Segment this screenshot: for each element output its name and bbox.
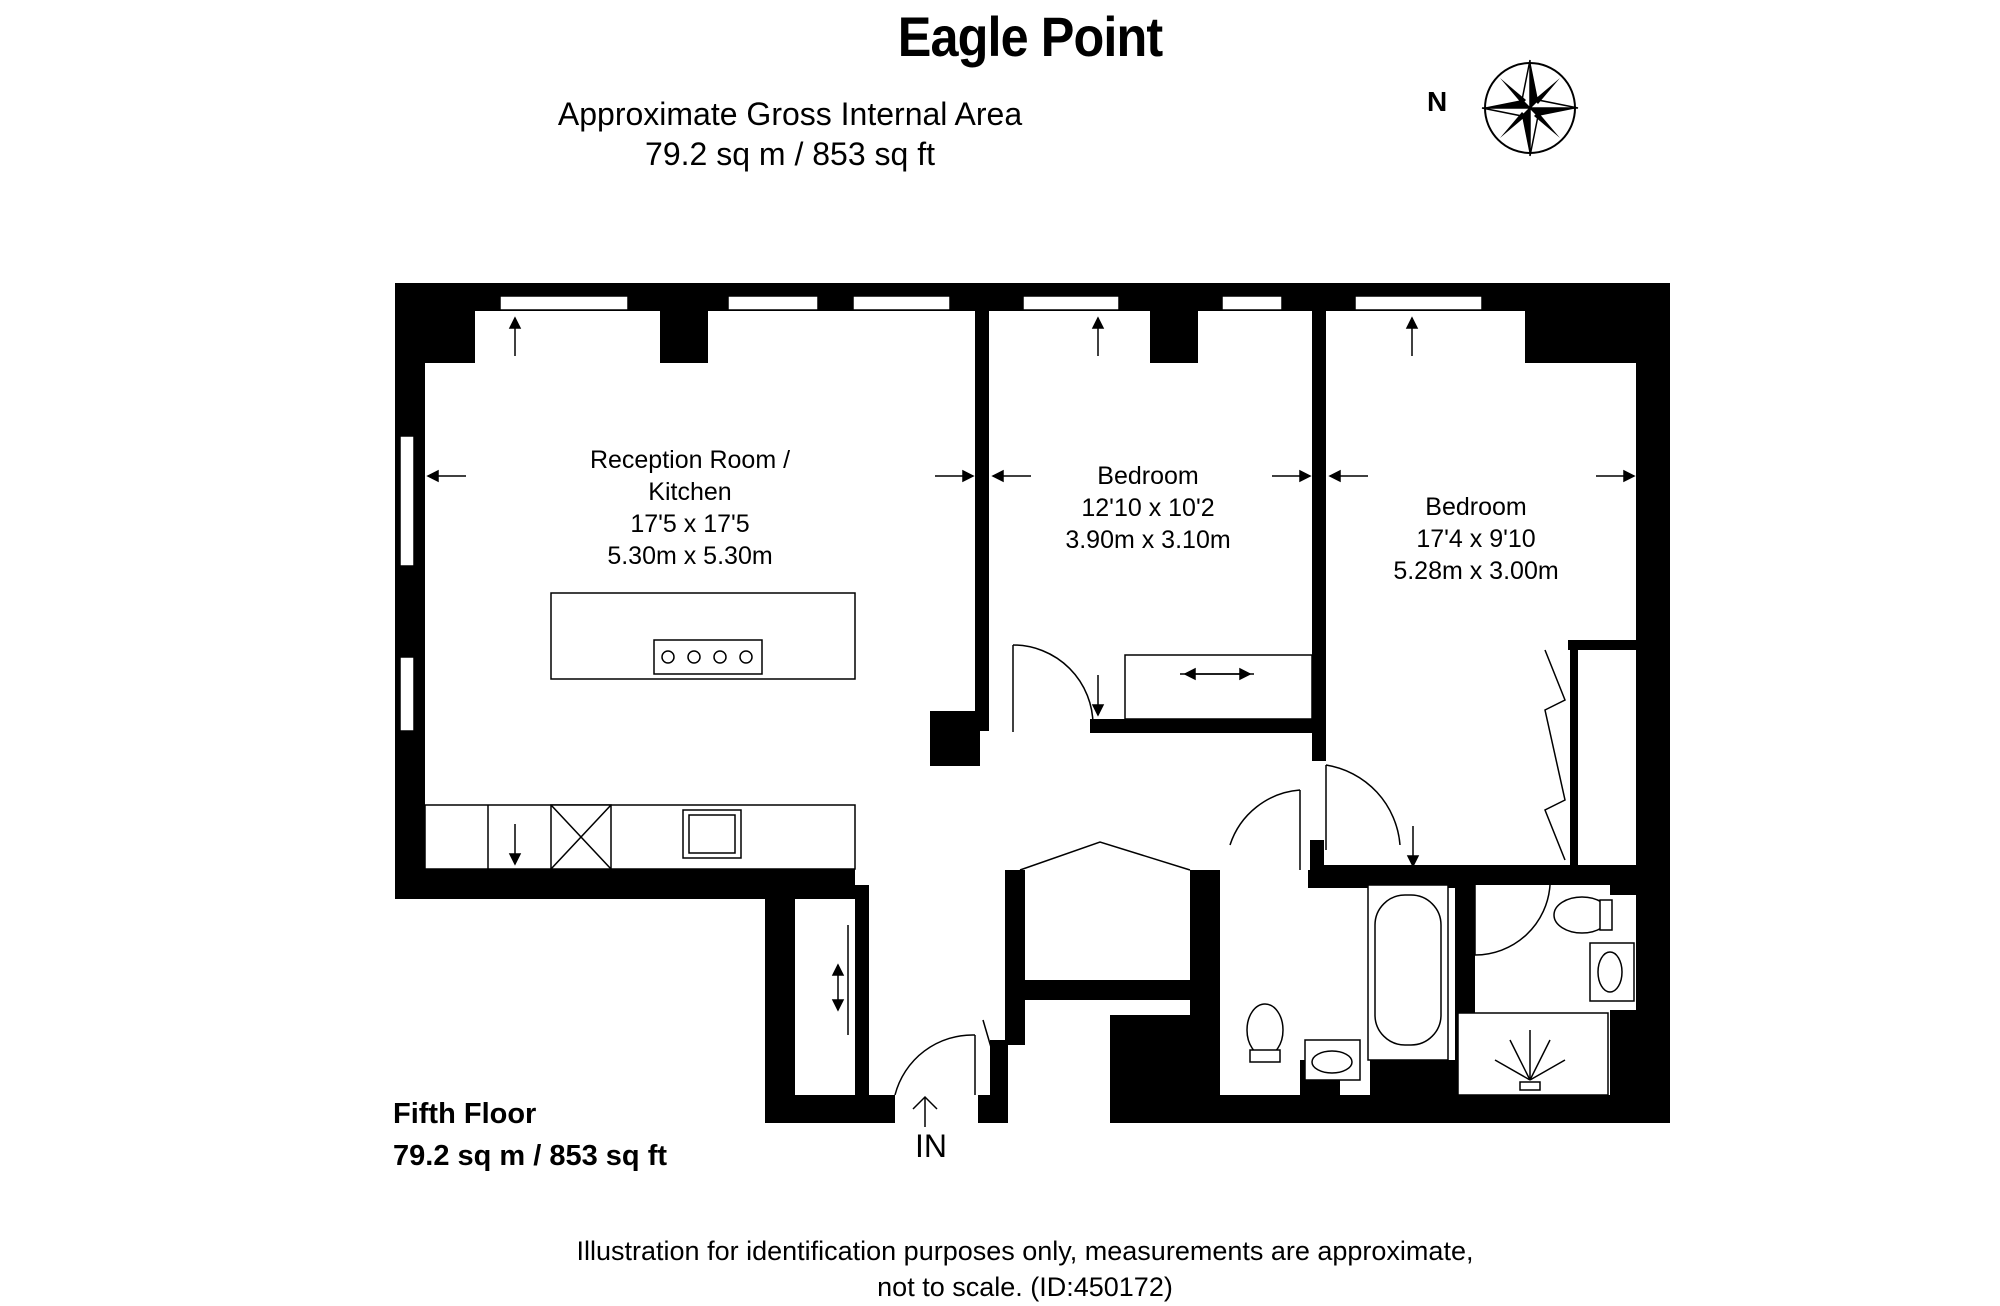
ensuite-toilet	[1553, 896, 1613, 934]
doors	[894, 644, 1566, 1096]
dimension-arrows	[426, 316, 1636, 1012]
toilet	[1246, 1003, 1284, 1063]
entrance-arrow-icon	[912, 1095, 938, 1127]
bedroom1-imperial: 12'10 x 10'2	[1081, 494, 1214, 522]
reception-metric: 5.30m x 5.30m	[607, 542, 772, 570]
walls	[395, 283, 1670, 1123]
kitchen-counter	[424, 804, 856, 870]
bedroom1-wardrobe	[1124, 654, 1313, 720]
bath-tub	[1367, 884, 1449, 1061]
disclaimer-line2: not to scale. (ID:450172)	[877, 1272, 1173, 1302]
ensuite-basin	[1589, 942, 1635, 1002]
bedroom1-name: Bedroom	[1097, 462, 1198, 490]
floor-name: Fifth Floor	[393, 1098, 537, 1130]
bedroom2-metric: 5.28m x 3.00m	[1393, 557, 1558, 585]
bedroom1-metric: 3.90m x 3.10m	[1065, 526, 1230, 554]
plan-title: Eagle Point	[897, 5, 1163, 68]
reception-name-line1: Reception Room /	[590, 446, 790, 474]
floor-area: 79.2 sq m / 853 sq ft	[393, 1140, 668, 1172]
kitchen-island	[550, 592, 856, 680]
compass-rose-icon	[1481, 59, 1579, 157]
disclaimer-line1: Illustration for identification purposes…	[576, 1236, 1474, 1266]
basin	[1304, 1039, 1361, 1081]
reception-name-line2: Kitchen	[648, 478, 731, 506]
bedroom2-name: Bedroom	[1425, 493, 1526, 521]
entrance-label: IN	[915, 1128, 947, 1164]
area-heading: Approximate Gross Internal Area	[557, 96, 1023, 132]
shower	[1457, 1012, 1609, 1096]
area-value: 79.2 sq m / 853 sq ft	[645, 136, 935, 172]
compass-north-label: N	[1427, 86, 1448, 117]
cupboard	[795, 841, 1191, 1035]
reception-imperial: 17'5 x 17'5	[630, 510, 749, 538]
bedroom2-imperial: 17'4 x 9'10	[1416, 525, 1535, 553]
windows	[399, 295, 1483, 732]
